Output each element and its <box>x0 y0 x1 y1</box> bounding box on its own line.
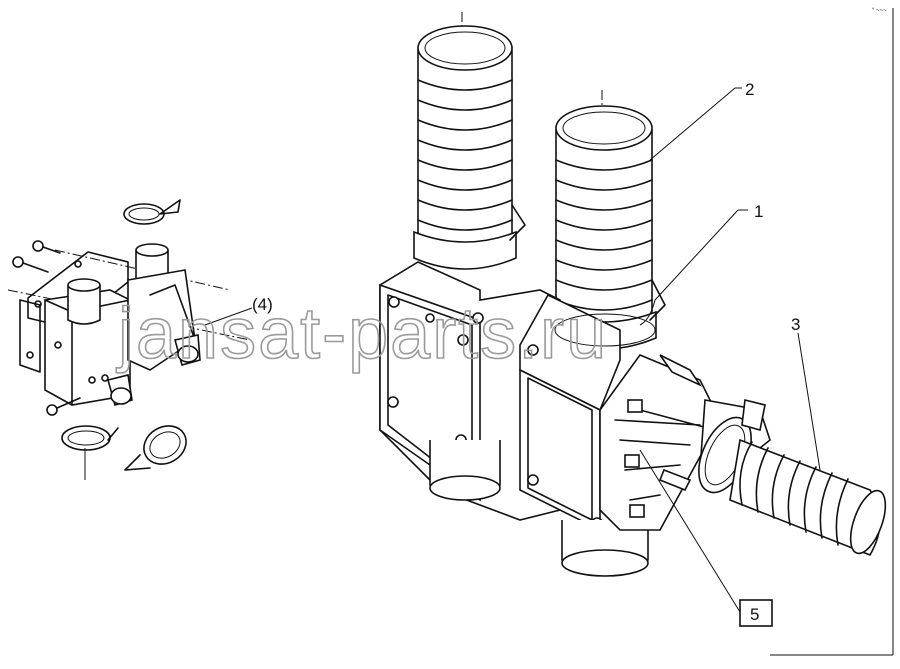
callout-5: 5 <box>639 449 773 627</box>
callout-3: 3 <box>791 315 821 471</box>
heater-housing <box>379 261 721 577</box>
side-bellows-hose <box>698 399 887 556</box>
label-part-4: (4) <box>252 295 273 314</box>
label-part-3: 3 <box>791 315 800 334</box>
exploded-view <box>7 199 251 480</box>
callout-1: 1 <box>639 202 763 326</box>
main-assembly <box>379 12 887 577</box>
label-part-1: 1 <box>754 202 763 221</box>
watermark-text: jansat-parts.ru <box>116 294 608 374</box>
callout-2: 2 <box>649 80 754 161</box>
screw-icon <box>12 240 81 416</box>
label-part-2: 2 <box>745 80 754 99</box>
callout-4: (4) <box>204 295 273 326</box>
label-part-5: 5 <box>750 605 759 624</box>
corner-mark: ° ~~~ <box>872 8 887 14</box>
left-bellows-hose <box>413 12 526 270</box>
